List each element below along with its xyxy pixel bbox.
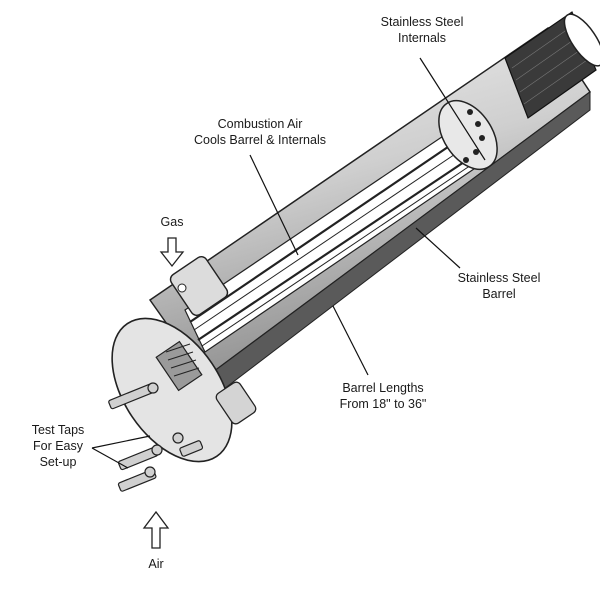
label-barrel-lengths: Barrel Lengths From 18" to 36" bbox=[328, 380, 438, 412]
leader-lines bbox=[91, 57, 486, 469]
gas-inlet-block bbox=[169, 255, 229, 317]
internal-tubes bbox=[189, 131, 487, 347]
label-test-taps-line1: Test Taps bbox=[31, 423, 85, 437]
label-test-taps-line3: Set-up bbox=[39, 455, 77, 469]
label-air: Air bbox=[148, 557, 164, 571]
label-combustion-air-line1: Combustion Air bbox=[217, 117, 303, 131]
gas-arrow bbox=[159, 237, 185, 268]
label-stainless-barrel-line1: Stainless Steel bbox=[457, 271, 541, 285]
label-barrel-lengths-line2: From 18" to 36" bbox=[339, 397, 427, 411]
nozzle-tip bbox=[563, 13, 600, 67]
gas-inlet-bolt bbox=[177, 283, 187, 293]
threaded-fitting bbox=[155, 340, 203, 392]
label-barrel-lengths-line1: Barrel Lengths bbox=[342, 381, 424, 395]
flange-bracket bbox=[215, 381, 257, 425]
perforated-internals bbox=[438, 100, 498, 170]
label-stainless-internals-line1: Stainless Steel bbox=[380, 15, 464, 29]
label-combustion-air-line2: Cools Barrel & Internals bbox=[193, 133, 326, 147]
label-combustion-air: Combustion Air Cools Barrel & Internals bbox=[180, 116, 340, 148]
label-test-taps: Test Taps For Easy Set-up bbox=[22, 422, 94, 470]
test-tap-fittings bbox=[108, 382, 204, 492]
air-arrow bbox=[142, 510, 170, 549]
label-stainless-internals-line2: Internals bbox=[398, 31, 446, 45]
label-gas: Gas bbox=[160, 215, 184, 229]
label-stainless-barrel: Stainless Steel Barrel bbox=[444, 270, 554, 302]
label-test-taps-line2: For Easy bbox=[32, 439, 83, 453]
label-stainless-internals: Stainless Steel Internals bbox=[372, 14, 472, 46]
back-flange bbox=[111, 317, 233, 463]
label-stainless-barrel-line2: Barrel bbox=[482, 287, 516, 301]
